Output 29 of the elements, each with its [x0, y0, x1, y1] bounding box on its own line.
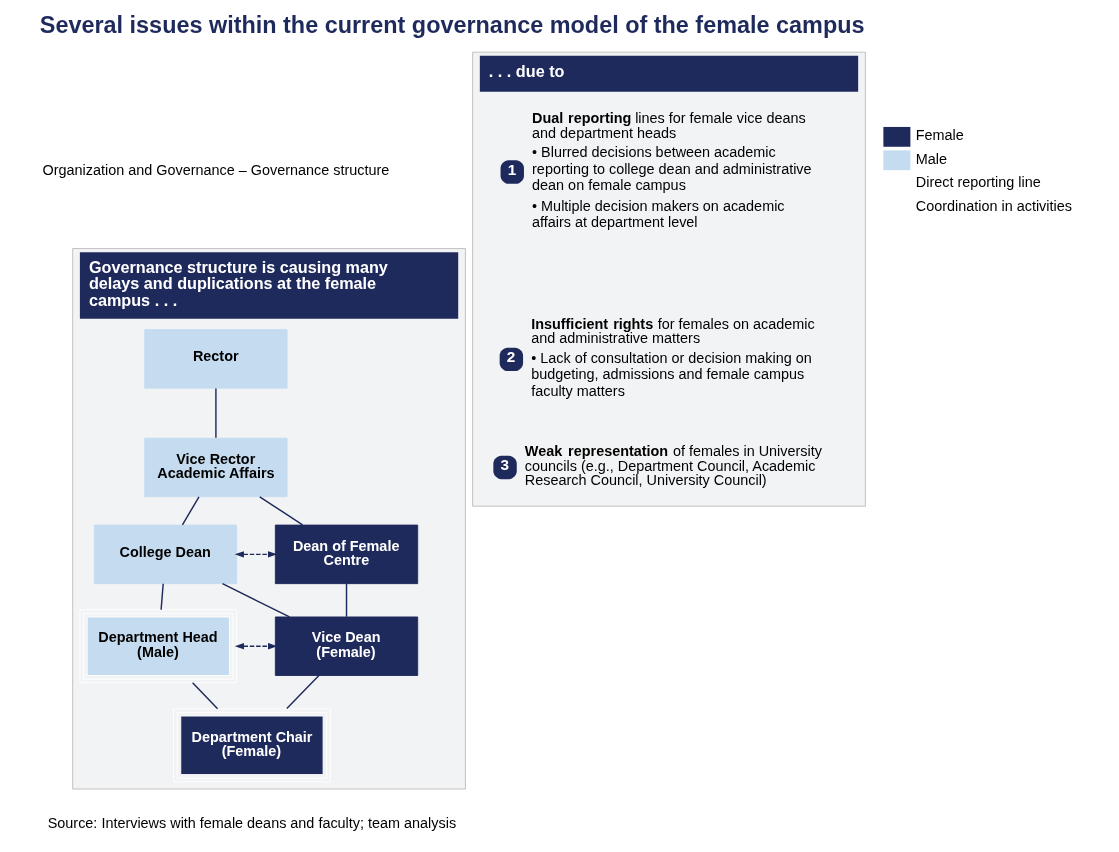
legend-label: Direct reporting line [915, 174, 1041, 191]
arrow [234, 643, 277, 650]
connector [345, 583, 347, 618]
connector [191, 682, 218, 710]
legend-label: Coordination in activities [915, 197, 1072, 214]
node-label: • Multiple decision makers on academic affairs at department level [531, 197, 785, 230]
legend-label: Female [915, 127, 964, 144]
connector [258, 496, 303, 526]
label: Organization and Governance – Governance structure [42, 162, 389, 179]
node-label: • Blurred decisions between academic reporting to college dean and administrative dean on female campus [531, 144, 812, 193]
node-label: Dual reporting lines for female vice deans and department heads [531, 110, 806, 141]
node-box: Dean of Female Centre [274, 524, 418, 585]
connector [214, 387, 217, 439]
connector [159, 583, 164, 611]
arrow [234, 551, 277, 558]
node-box: College Dean [93, 524, 237, 585]
node-label: Insufficient rights for females on academic and administrative matters [530, 315, 815, 347]
connector [285, 674, 320, 710]
label: Source: Interviews with female deans and faculty; team analysis [47, 814, 456, 831]
node-label: • Lack of consultation or decision making on budgeting, admissions and female campus faculty matters [530, 350, 812, 399]
node-label: Weak representation of females in University councils (e.g., Department Council, Academic Research Council, University Council) [524, 443, 822, 489]
node-box: Vice Dean (Female) [274, 616, 418, 676]
node-box: Department Chair (Female) [172, 708, 331, 783]
legend-label: Male [915, 150, 947, 167]
diagram-title: Several issues within the current governance model of the female campus [39, 12, 864, 39]
node-box: Vice Rector Academic Affairs [143, 437, 287, 498]
connector [221, 582, 290, 618]
connector [181, 496, 200, 526]
node-box: Rector [143, 329, 287, 389]
